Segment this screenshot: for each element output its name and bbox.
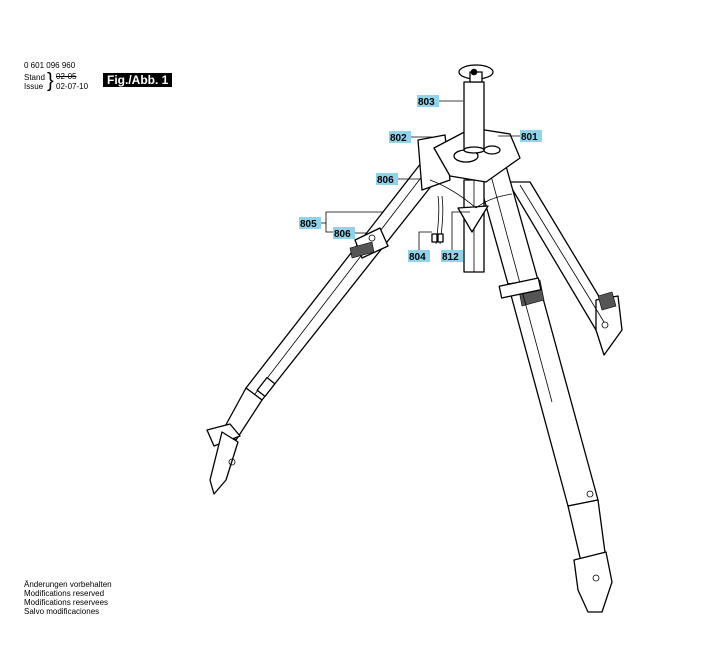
- callout-801: 801: [520, 130, 542, 143]
- callout-804: 804: [408, 250, 430, 263]
- svg-text:803: 803: [418, 97, 435, 108]
- svg-text:806: 806: [334, 229, 351, 240]
- svg-text:804: 804: [409, 252, 426, 263]
- svg-text:802: 802: [390, 133, 407, 144]
- svg-text:806: 806: [377, 175, 394, 186]
- footer-line-fr: Modifications reservees: [24, 598, 109, 607]
- center-leg: [475, 165, 613, 613]
- svg-text:805: 805: [300, 219, 317, 230]
- callout-806-top: 806: [376, 173, 398, 186]
- callout-803: 803: [417, 95, 439, 108]
- callout-802: 802: [389, 131, 411, 144]
- footer-line-es: Salvo modificaciones: [24, 607, 100, 616]
- stand-label: Stand: [24, 73, 45, 82]
- brace-glyph: }: [47, 70, 54, 92]
- callout-812: 812: [441, 250, 463, 263]
- issue-label: Issue: [24, 82, 44, 91]
- left-leg: [206, 157, 441, 495]
- callout-806-lower: 806: [333, 227, 355, 240]
- issue-value: 02-07-10: [56, 82, 89, 91]
- center-column: [457, 179, 489, 273]
- svg-text:812: 812: [442, 252, 459, 263]
- callout-805: 805: [299, 217, 321, 230]
- footer-line-en: Modifications reserved: [24, 589, 105, 598]
- figure-label: Fig./Abb. 1: [103, 73, 173, 87]
- stand-value: 02-05: [56, 72, 77, 81]
- strap-cord: [429, 179, 513, 245]
- footer-line-de: Änderungen vorbehalten: [24, 580, 112, 589]
- right-leg: [507, 181, 623, 356]
- part-number: 0 601 096 960: [24, 61, 76, 70]
- svg-text:801: 801: [521, 132, 538, 143]
- mounting-post: [458, 64, 494, 154]
